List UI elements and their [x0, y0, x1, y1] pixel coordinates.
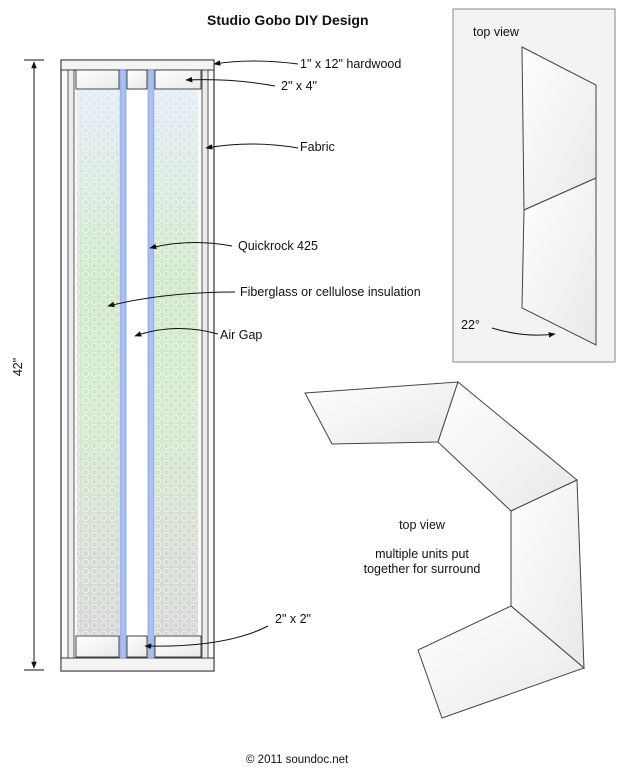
angle-label: 22°	[461, 318, 480, 332]
surround-top-view-label: top view	[399, 518, 445, 532]
angle-arrow	[491, 327, 556, 338]
leader-quickrock	[149, 241, 233, 250]
top-hardwood-board	[60, 59, 215, 71]
height-dimension-line	[24, 59, 44, 671]
top-block-center	[126, 69, 148, 90]
top-block-left	[75, 69, 120, 90]
top-view-panel	[452, 8, 616, 363]
height-dimension-label: 42"	[11, 357, 26, 377]
copyright: © 2011 soundoc.net	[246, 754, 349, 766]
air-gap	[127, 90, 147, 635]
label-fabric: Fabric	[300, 140, 335, 154]
leader-2x2	[144, 625, 269, 649]
label-air-gap: Air Gap	[220, 328, 263, 342]
leader-2x4	[185, 76, 276, 87]
leader-fabric	[205, 143, 299, 150]
leader-insulation	[107, 291, 236, 308]
top-view-unit-lower	[521, 177, 597, 346]
label-quickrock: Quickrock 425	[238, 239, 318, 253]
surround-unit-1	[304, 381, 459, 445]
diagram-title: Studio Gobo DIY Design	[207, 12, 369, 28]
fabric-left	[67, 69, 75, 659]
quickrock-right	[147, 69, 155, 659]
callout-leaders	[107, 60, 299, 649]
quickrock-left	[119, 69, 127, 659]
bottom-hardwood-board	[60, 657, 215, 672]
surround-unit-4	[417, 605, 585, 719]
leader-air-gap	[134, 328, 219, 337]
label-insulation: Fiberglass or cellulose insulation	[240, 285, 421, 299]
bottom-block-center	[126, 635, 148, 658]
bottom-block-left	[75, 635, 120, 658]
fabric-right	[201, 69, 209, 659]
gobo-section	[60, 59, 215, 672]
label-2x4: 2" x 4"	[281, 79, 317, 93]
top-view-label: top view	[473, 25, 519, 39]
label-hardwood: 1" x 12" hardwood	[300, 57, 402, 71]
surround-caption-line1: multiple units put	[375, 547, 469, 561]
surround-arrangement	[304, 381, 585, 719]
label-2x2: 2" x 2"	[275, 612, 311, 626]
leader-hardwood	[213, 60, 299, 66]
surround-caption-line2: together for surround	[363, 562, 481, 576]
